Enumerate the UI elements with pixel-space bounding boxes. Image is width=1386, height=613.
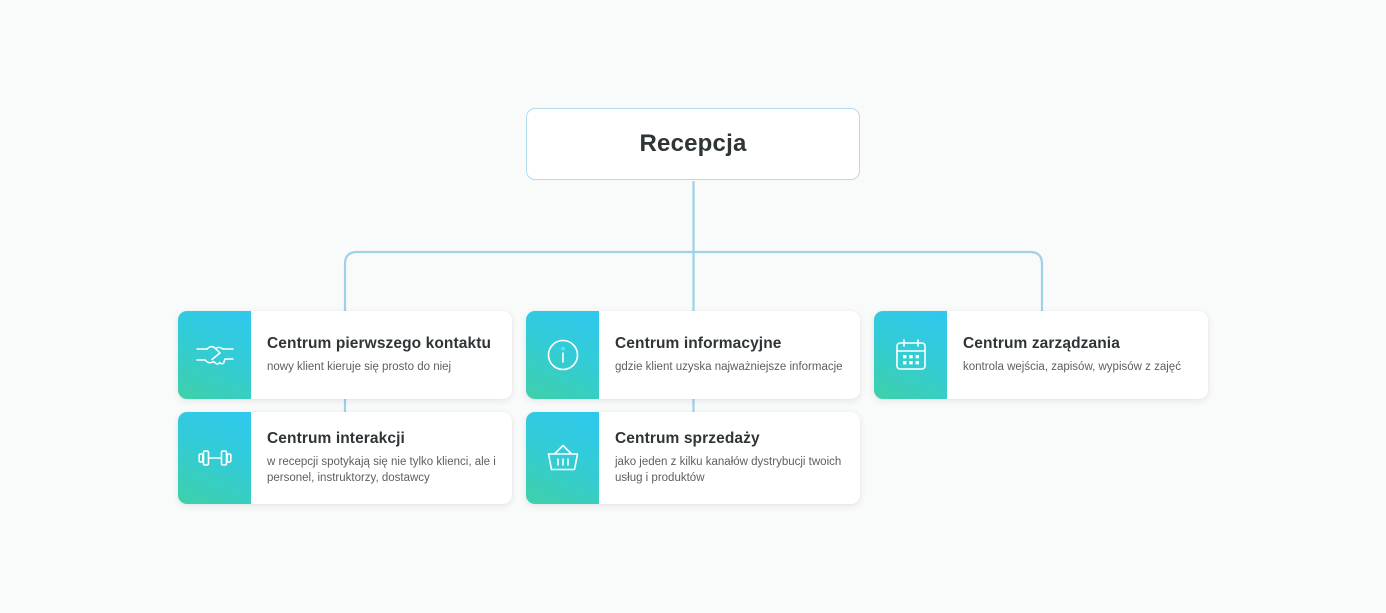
card-title: Centrum zarządzania [963,335,1120,353]
root-node-label: Recepcja [639,130,747,157]
card-title: Centrum sprzedaży [615,430,760,448]
card-centrum-pierwszego-kontaktu[interactable]: Centrum pierwszego kontaktu nowy klient … [178,311,512,399]
card-description: gdzie klient uzyska najważniejsze inform… [615,360,843,373]
handshake-icon [195,342,234,368]
card-centrum-sprzedazy[interactable]: Centrum sprzedaży jako jeden z kilku kan… [526,412,860,504]
card-description: nowy klient kieruje się prosto do niej [267,360,452,373]
card-body: Centrum sprzedaży jako jeden z kilku kan… [599,412,860,504]
card-icon-tile [526,311,599,399]
card-description: kontrola wejścia, zapisów, wypisów z zaj… [963,360,1181,373]
card-icon-tile [526,412,599,504]
card-title: Centrum informacyjne [615,335,782,353]
card-centrum-informacyjne[interactable]: Centrum informacyjne gdzie klient uzyska… [526,311,860,399]
card-icon-tile [178,311,251,399]
info-circle-icon [546,338,580,372]
card-centrum-interakcji[interactable]: Centrum interakcji w recepcji spotykają … [178,412,512,504]
root-node-recepcja[interactable]: Recepcja [526,108,860,180]
card-title: Centrum interakcji [267,430,405,448]
dumbbell-icon [196,444,234,472]
card-body: Centrum interakcji w recepcji spotykają … [251,412,512,504]
card-body: Centrum zarządzania kontrola wejścia, za… [947,311,1208,399]
card-icon-tile [178,412,251,504]
card-description: jako jeden z kilku kanałów dystrybucji t… [615,455,842,485]
card-description: w recepcji spotykają się nie tylko klien… [267,455,496,485]
card-icon-tile [874,311,947,399]
card-centrum-zarzadzania[interactable]: Centrum zarządzania kontrola wejścia, za… [874,311,1208,399]
calendar-icon [895,338,927,372]
basket-icon [546,442,580,474]
card-body: Centrum informacyjne gdzie klient uzyska… [599,311,860,399]
connector-bus [343,250,1044,311]
card-body: Centrum pierwszego kontaktu nowy klient … [251,311,512,399]
card-title: Centrum pierwszego kontaktu [267,335,492,353]
